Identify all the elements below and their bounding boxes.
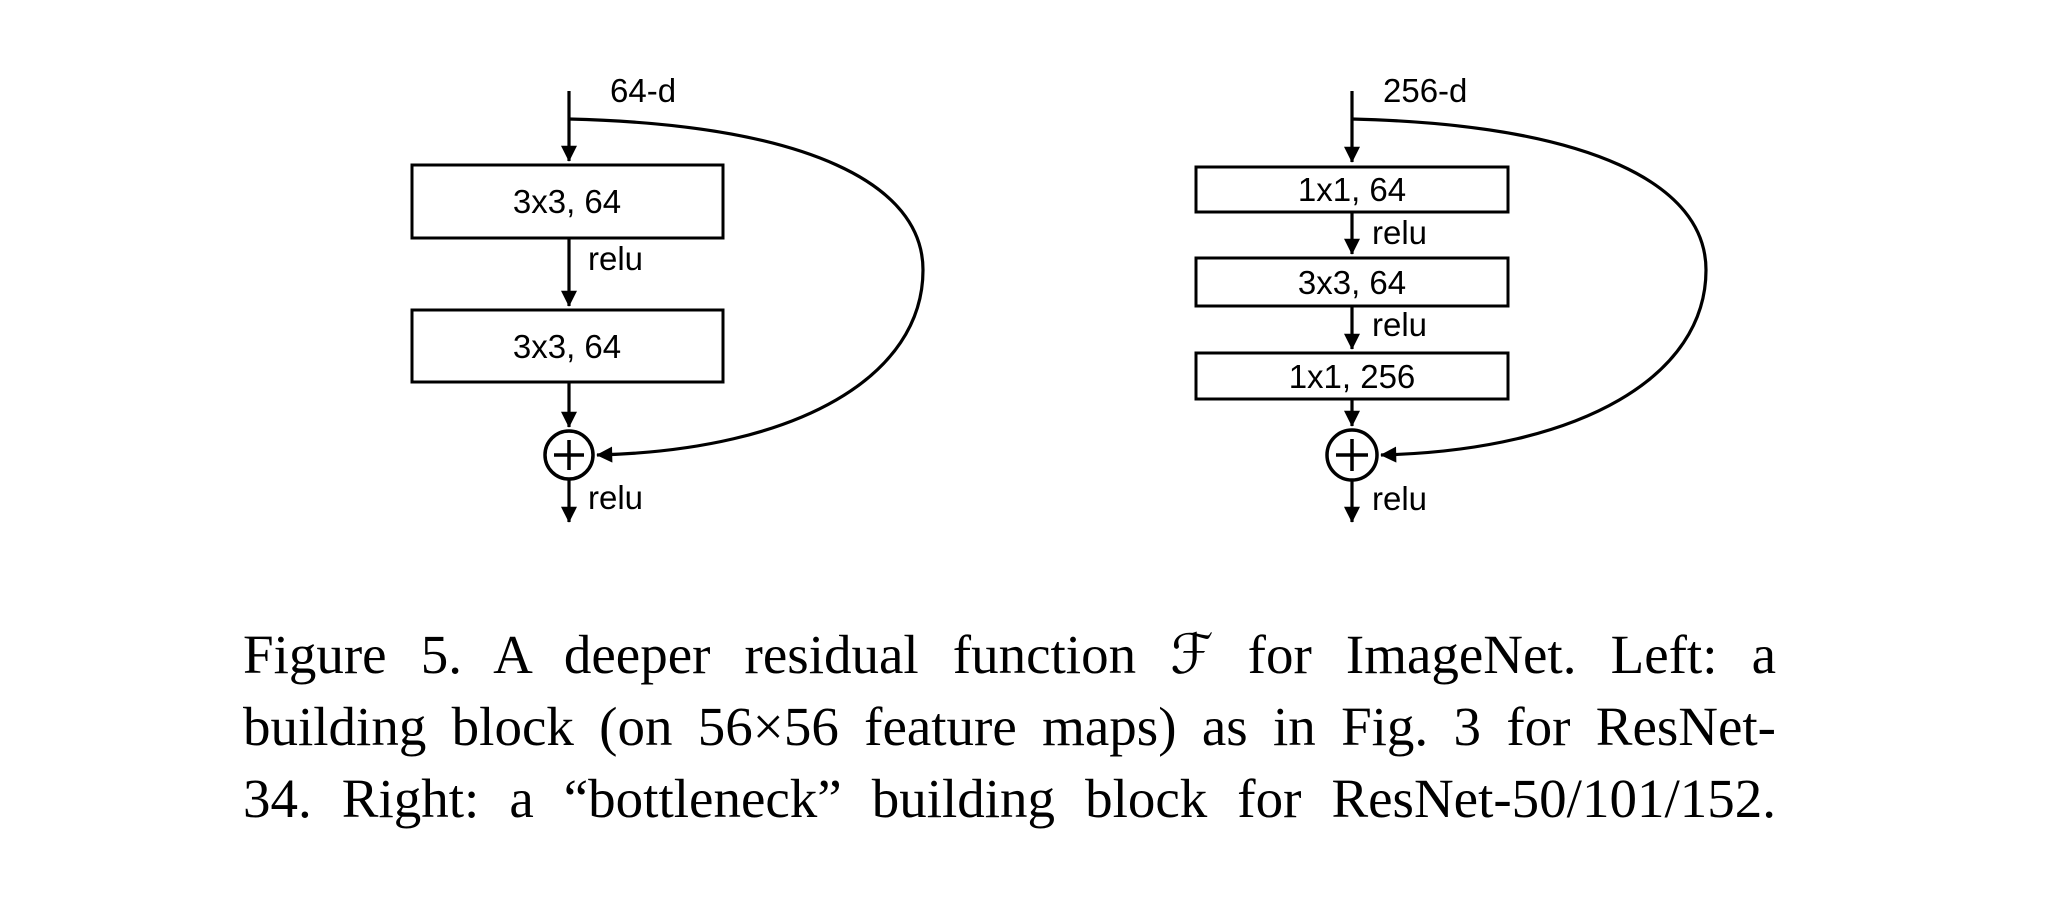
math-script-f: ℱ: [1170, 622, 1214, 686]
conv1-label: 3x3, 64: [513, 183, 621, 220]
right-block-labels: 256-d 1x1, 64 relu 3x3, 64 relu 1x1, 256…: [1289, 72, 1468, 517]
conv2-label: 3x3, 64: [1298, 264, 1406, 301]
caption-line-1-suffix: for ImageNet. Left: a: [1247, 624, 1777, 685]
right-bottleneck-block: [1194, 91, 1708, 523]
relu-label: relu: [1372, 306, 1427, 343]
relu-label: relu: [1372, 214, 1427, 251]
input-dim-label: 64-d: [610, 72, 676, 109]
caption-line-2: building block (on 56×56 feature maps) a…: [243, 696, 1776, 757]
figure5-diagram: 64-d 3x3, 64 relu 3x3, 64 relu 256-d 1x1…: [410, 72, 1708, 523]
conv1-label: 1x1, 64: [1298, 171, 1406, 208]
conv-box: [1194, 351, 1510, 401]
conv-box: [410, 163, 725, 240]
conv3-label: 1x1, 256: [1289, 358, 1416, 395]
caption-line-1-prefix: Figure 5. A deeper residual function: [243, 624, 1137, 685]
skip-connection-curve: [568, 117, 925, 463]
input-dim-label: 256-d: [1383, 72, 1467, 109]
left-residual-block: [410, 91, 925, 523]
plus-glyph: [1336, 439, 1368, 471]
relu-out-label: relu: [1372, 480, 1427, 517]
caption-line-3: 34. Right: a “bottleneck” building block…: [243, 768, 1776, 829]
skip-connection-curve: [1351, 117, 1708, 463]
relu-out-label: relu: [588, 479, 643, 516]
relu-label: relu: [588, 240, 643, 277]
conv2-label: 3x3, 64: [513, 328, 621, 365]
left-block-labels: 64-d 3x3, 64 relu 3x3, 64 relu: [513, 72, 676, 516]
caption-line-1: Figure 5. A deeper residual function ℱ f…: [243, 618, 1776, 691]
plus-glyph: [554, 440, 584, 470]
conv-box: [410, 308, 725, 384]
figure-caption: Figure 5. A deeper residual function ℱ f…: [243, 618, 1776, 835]
